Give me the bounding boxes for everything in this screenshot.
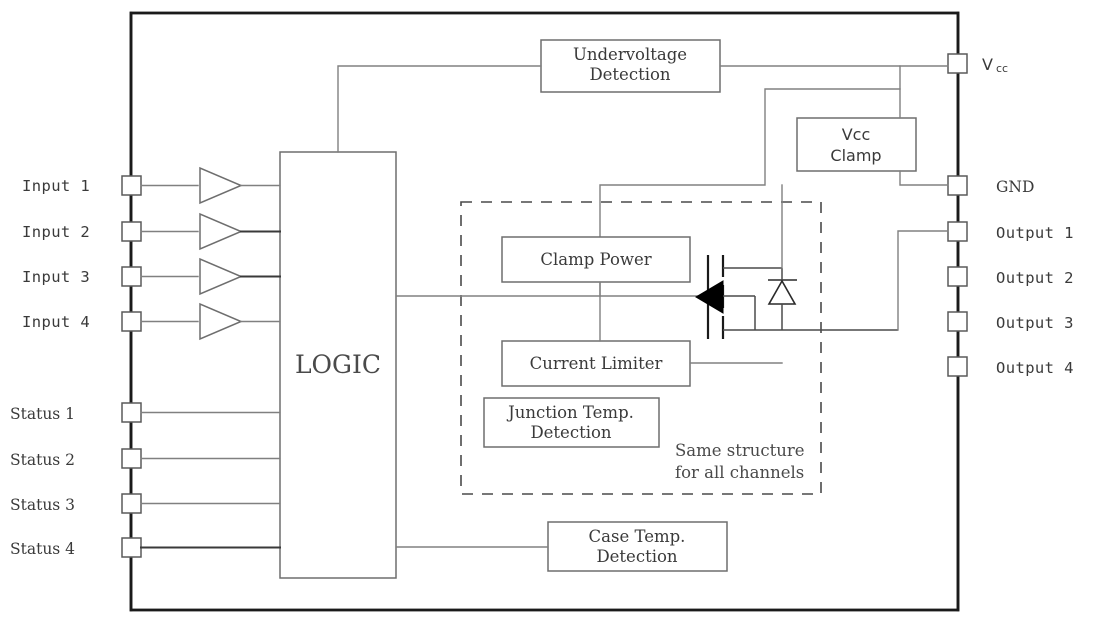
- pin-label-output-2: Output 2: [996, 269, 1074, 287]
- buffer-icon-input-4: [199, 302, 243, 341]
- wire-vcc-clamp-to-gnd: [899, 170, 949, 186]
- pin-input-3[interactable]: [121, 266, 142, 287]
- vcc-clamp-label-line2: Clamp: [830, 146, 881, 165]
- pin-output-2[interactable]: [947, 266, 968, 287]
- case-temp-label-line2: Detection: [596, 547, 677, 566]
- undervoltage-detection-label-line2: Detection: [589, 65, 670, 84]
- buffer-icon-input-2: [199, 212, 243, 251]
- pin-gnd[interactable]: [947, 175, 968, 196]
- pin-label-input-1: Input 1: [22, 177, 90, 195]
- clamp-power-block: [501, 236, 691, 283]
- pin-label-output-4: Output 4: [996, 359, 1074, 377]
- pin-output-3[interactable]: [947, 311, 968, 332]
- pin-label-status-3: Status 3: [10, 496, 75, 514]
- same-structure-note-line2: for all channels: [675, 463, 804, 482]
- buffer-icon-input-3: [199, 257, 243, 296]
- pin-label-status-4: Status 4: [10, 540, 75, 558]
- junction-temp-label-line1: Junction Temp.: [506, 403, 634, 422]
- pin-label-vcc-base: V: [982, 55, 993, 74]
- pin-label-input-2: Input 2: [22, 223, 90, 241]
- pin-label-output-1: Output 1: [996, 224, 1074, 242]
- diode-triangle: [767, 279, 797, 305]
- pin-input-4[interactable]: [121, 311, 142, 332]
- logic-block-label: LOGIC: [295, 350, 381, 379]
- current-limiter-label: Current Limiter: [530, 354, 663, 373]
- wire-supply-rail-to-channel: [599, 88, 901, 297]
- pin-output-1[interactable]: [947, 221, 968, 242]
- current-limiter-block: [501, 340, 691, 387]
- undervoltage-detection-label-line1: Undervoltage: [573, 45, 687, 64]
- pin-status-3[interactable]: [121, 493, 142, 514]
- junction-temp-detection-block: [483, 397, 660, 448]
- buffer-icon-input-1: [199, 166, 243, 205]
- vcc-clamp-block: [796, 117, 917, 172]
- pin-status-1[interactable]: [121, 402, 142, 423]
- pin-input-2[interactable]: [121, 221, 142, 242]
- clamp-power-label: Clamp Power: [540, 250, 651, 269]
- pin-label-status-1: Status 1: [10, 405, 75, 423]
- pin-status-4[interactable]: [121, 537, 142, 558]
- same-structure-note-line1: Same structure: [675, 441, 805, 460]
- wire-undervoltage-to-logic: [337, 65, 542, 153]
- pin-input-1[interactable]: [121, 175, 142, 196]
- pin-vcc[interactable]: [947, 53, 968, 74]
- pin-status-2[interactable]: [121, 448, 142, 469]
- pin-label-input-4: Input 4: [22, 313, 90, 331]
- pin-output-4[interactable]: [947, 356, 968, 377]
- channel-boundary-dashed-region: [460, 201, 822, 495]
- logic-block: [279, 151, 397, 579]
- pin-label-vcc-subscript: cc: [996, 62, 1008, 75]
- mosfet-body-arrow: [695, 280, 724, 314]
- pin-label-input-3: Input 3: [22, 268, 90, 286]
- pin-label-gnd: GND: [996, 178, 1034, 196]
- vcc-clamp-label-line1: Vcc: [842, 125, 871, 144]
- device-outline: [129, 11, 960, 612]
- wire-source-to-output-1: [897, 230, 949, 331]
- pin-label-status-2: Status 2: [10, 451, 75, 469]
- junction-temp-label-line2: Detection: [530, 423, 611, 442]
- pin-label-output-3: Output 3: [996, 314, 1074, 332]
- case-temp-label-line1: Case Temp.: [589, 527, 686, 546]
